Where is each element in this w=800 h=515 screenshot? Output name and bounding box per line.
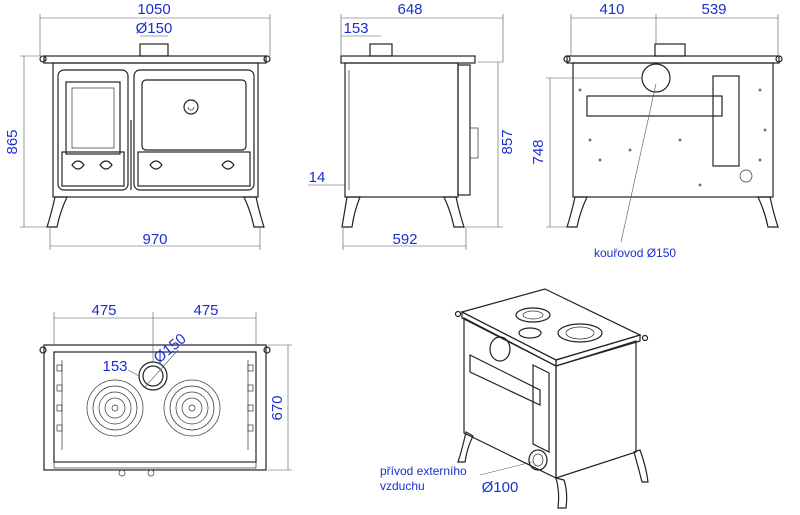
air-leader-line [479,461,533,476]
iso-leg-3 [633,449,649,483]
air-label-line-2: vzduchu [380,479,425,493]
rear-view: 410 539 748 kouřovod Ø150 [530,1,783,260]
cooktop [53,351,257,463]
front-flue-dim: Ø150 [136,20,173,37]
flue-label: kouřovod Ø150 [594,246,676,260]
oven-door-panel [141,79,247,151]
side-flue-offset-dim: 153 [343,20,368,37]
rear-air-inlet [739,169,753,183]
front-rail-knob-right [263,55,271,63]
side-doors-profile [457,64,471,196]
rear-leg-left [566,196,588,228]
side-flue [369,43,393,57]
rear-body [572,62,774,198]
rear-heat-shield [586,95,723,117]
thermometer-icon [183,99,199,115]
front-view: 1050 Ø150 865 970 [4,1,271,250]
side-body [344,62,459,198]
hotplate-left [86,379,144,437]
iso-hotplate-back [515,307,551,323]
iso-hotplate-front [557,323,603,343]
air-label-line-1: přívod externího [380,464,467,478]
oven-door [133,69,255,191]
iso-air-inlet [528,449,548,471]
iso-vertical-shield [532,364,550,453]
top-left-dim: 475 [91,302,116,319]
ash-door [61,151,125,187]
iso-rear-panel [463,317,557,479]
iso-leg-2 [555,477,568,509]
hotplate-right [163,379,221,437]
rear-vertical-shield [712,75,740,167]
front-flue [139,43,169,57]
fire-door [57,69,129,191]
front-body [52,62,259,198]
front-base-dim: 970 [142,231,167,248]
front-top-plate [43,55,267,64]
front-height-dim: 865 [4,129,21,154]
side-leg-dim: 14 [309,169,326,186]
air-diameter-dim: Ø100 [482,479,519,496]
iso-view: přívod externího vzduchu Ø100 [380,288,649,509]
top-flue-dim: Ø150 [151,330,190,367]
top-flue-offset-dim: 153 [102,358,127,375]
rear-top-plate [566,55,780,64]
top-view: 475 475 Ø150 153 670 [39,302,292,477]
side-base-dim: 592 [392,231,417,248]
top-outline [43,344,267,471]
side-top-plate [340,55,476,64]
front-leg-left [46,196,68,228]
side-view: 648 153 857 14 592 [308,1,516,250]
iso-side-panel [555,340,637,479]
rear-leg-right [757,196,779,228]
rear-flue-outlet [641,63,671,93]
fire-door-window [65,81,121,155]
flue-leader-line [620,83,657,243]
fire-door-glass [71,87,115,149]
side-height-dim: 857 [499,129,516,154]
top-side-slots [56,364,254,432]
side-leg-left [341,196,361,228]
front-leg-right [243,196,265,228]
side-depth-dim: 648 [397,1,422,18]
drawer [137,151,251,187]
rear-flue-stub [654,43,686,57]
rear-flue-height-dim: 748 [530,139,547,164]
front-rail-knob-left [39,55,47,63]
iso-shield [469,354,541,406]
iso-rear-flue-outlet [489,336,511,362]
top-flue [142,365,164,387]
side-leg-right [443,196,465,228]
rear-right-dim: 539 [701,1,726,18]
rear-left-dim: 410 [599,1,624,18]
iso-leg-1 [457,431,474,463]
ornament-icons [71,160,235,170]
front-width-dim: 1050 [137,1,170,18]
top-right-dim: 475 [193,302,218,319]
side-handle [469,127,479,159]
top-depth-dim: 670 [269,395,286,420]
iso-flue [518,327,542,339]
